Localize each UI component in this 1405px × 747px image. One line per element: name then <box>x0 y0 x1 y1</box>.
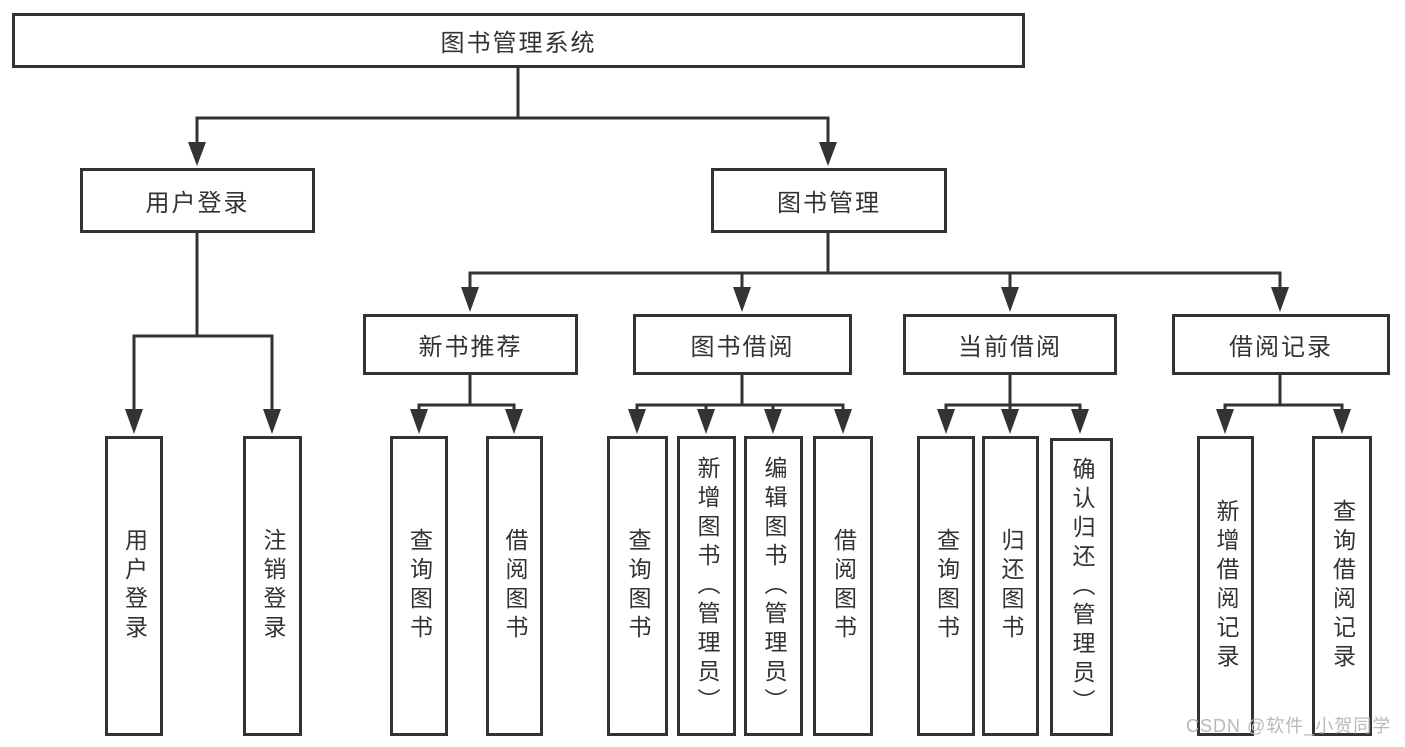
arrow-down-icon <box>461 287 479 312</box>
node-book-borrow: 图书借阅 <box>633 314 852 375</box>
node-current-borrow: 当前借阅 <box>903 314 1117 375</box>
leaf-bb-borrow-books: 借阅图书 <box>813 436 873 736</box>
leaf-user-login: 用户登录 <box>105 436 163 736</box>
leaf-bb-query-books: 查询图书 <box>607 436 668 736</box>
arrow-down-icon <box>1001 287 1019 312</box>
leaf-br-add-record: 新增借阅记录 <box>1197 436 1254 736</box>
arrow-down-icon <box>1333 409 1351 434</box>
arrow-down-icon <box>263 409 281 434</box>
leaf-cb-return-books: 归还图书 <box>982 436 1039 736</box>
arrow-down-icon <box>125 409 143 434</box>
node-book-management: 图书管理 <box>711 168 947 233</box>
arrow-down-icon <box>819 142 837 166</box>
arrow-down-icon <box>834 409 852 434</box>
node-borrow-records: 借阅记录 <box>1172 314 1390 375</box>
node-new-book-recommend: 新书推荐 <box>363 314 578 375</box>
arrow-down-icon <box>188 142 206 166</box>
connector-new-rec-to-leaves <box>417 372 516 416</box>
leaf-bb-edit-books-admin: 编辑图书（管理员） <box>744 436 803 736</box>
arrow-down-icon <box>697 409 715 434</box>
connector-user-login-to-leaves <box>132 231 274 416</box>
arrow-down-icon <box>733 287 751 312</box>
leaf-bb-add-books-admin: 新增图书（管理员） <box>677 436 736 736</box>
node-root-system: 图书管理系统 <box>12 13 1025 68</box>
leaf-cb-confirm-return-admin: 确认归还（管理员） <box>1050 438 1113 736</box>
leaf-logout: 注销登录 <box>243 436 302 736</box>
arrow-down-icon <box>1001 409 1019 434</box>
csdn-watermark: CSDN @软件_小贺同学 <box>1186 716 1392 736</box>
connector-root-to-level2 <box>195 66 830 152</box>
leaf-br-query-record: 查询借阅记录 <box>1312 436 1372 736</box>
leaf-cb-query-books: 查询图书 <box>917 436 975 736</box>
arrow-down-icon <box>628 409 646 434</box>
node-user-login: 用户登录 <box>80 168 315 233</box>
arrow-down-icon <box>764 409 782 434</box>
arrow-down-icon <box>1071 409 1089 434</box>
arrow-down-icon <box>410 409 428 434</box>
arrow-down-icon <box>937 409 955 434</box>
arrow-down-icon <box>505 409 523 434</box>
connector-borrow-to-leaves <box>635 372 845 416</box>
leaf-rec-borrow-books: 借阅图书 <box>486 436 543 736</box>
connector-current-to-leaves <box>944 372 1082 416</box>
arrow-down-icon <box>1271 287 1289 312</box>
arrow-down-icon <box>1216 409 1234 434</box>
connector-book-mgmt-to-level3 <box>468 230 1282 297</box>
connector-records-to-leaves <box>1223 372 1344 416</box>
leaf-rec-query-books: 查询图书 <box>390 436 448 736</box>
